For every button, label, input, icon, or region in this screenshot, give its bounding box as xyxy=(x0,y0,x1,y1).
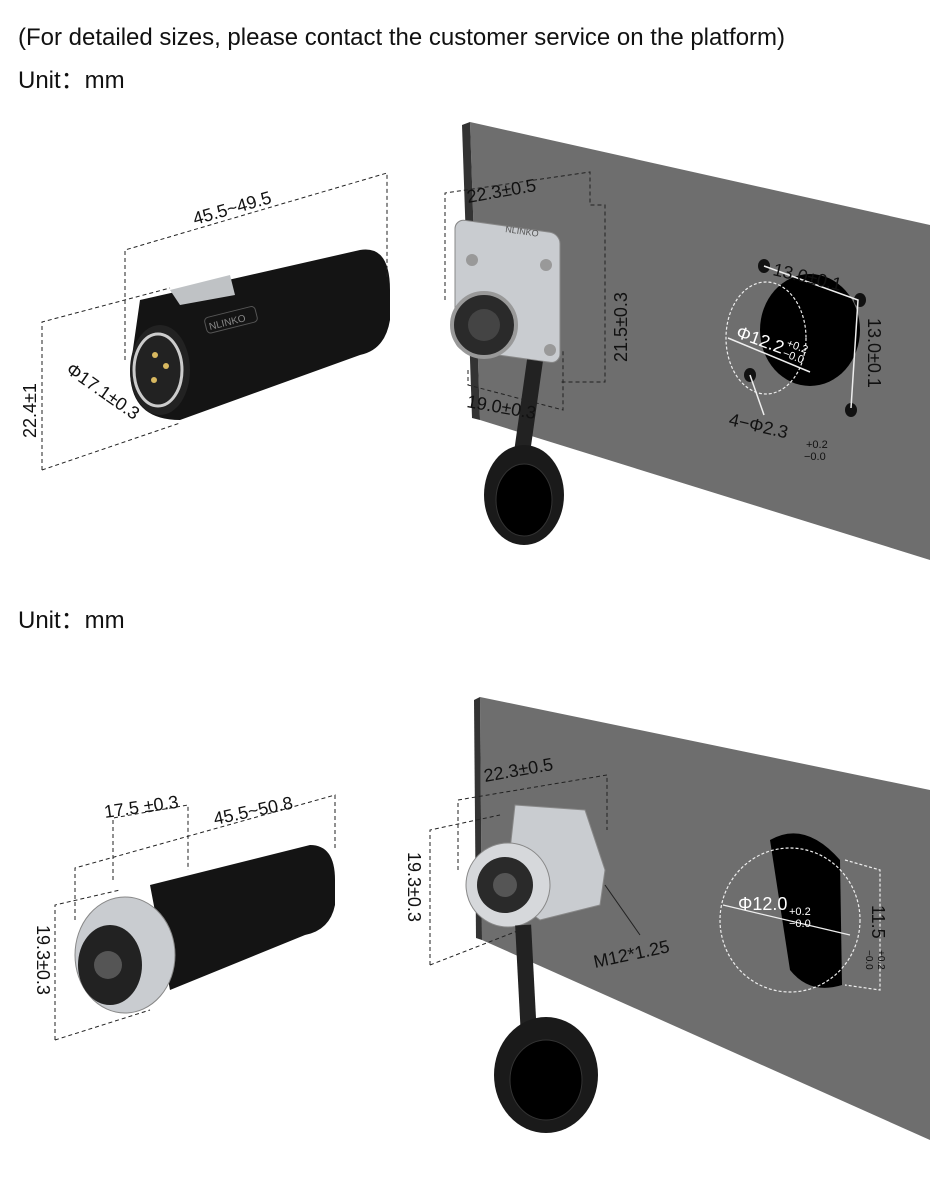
flat-width-dim: 11.5 xyxy=(868,905,888,939)
plug-front-dim: 17.5 ±0.3 xyxy=(103,792,180,822)
plug-length-dim-bottom: 45.5~50.8 xyxy=(212,793,295,829)
mounting-panel-bottom xyxy=(480,697,930,1140)
flat-tolerance-minus: −0.0 xyxy=(863,950,874,970)
cutout-tolerance-plus-bottom: +0.2 xyxy=(789,906,811,918)
top-diagram: 13.0±0.1 13.0±0.1 Φ12.2 +0.2 −0.0 4−Φ2.3… xyxy=(20,122,930,560)
socket-height-dim-bottom: 19.3±0.3 xyxy=(404,852,424,922)
panel-cutout-bottom xyxy=(719,833,881,993)
panel-socket-bottom xyxy=(465,804,606,1133)
plug-connector-bottom xyxy=(74,845,335,1014)
panel-socket: NLINKO xyxy=(450,219,564,545)
mount-tolerance-plus: +0.2 xyxy=(806,439,828,451)
bottom-diagram: Φ12.0 +0.2 −0.0 11.5 +0.2 −0.0 17.5 ±0.3… xyxy=(33,697,930,1140)
unit-label-top: Unit：mm xyxy=(18,67,125,94)
plug-length-dim: 45.5~49.5 xyxy=(191,187,274,228)
panel-cutout xyxy=(725,259,866,417)
socket-brand-logo: NLINKO xyxy=(505,224,540,239)
flat-tolerance-plus: +0.2 xyxy=(875,950,886,970)
socket-height-dim: 21.5±0.3 xyxy=(611,292,631,362)
plug-connector: NLINKO xyxy=(130,249,390,420)
cutout-tolerance-minus-bottom: −0.0 xyxy=(789,918,811,930)
hole-spacing-vertical: 13.0±0.1 xyxy=(864,318,884,388)
mounting-panel xyxy=(470,122,930,560)
unit-label-bottom: Unit：mm xyxy=(18,607,125,634)
plug-height-dim-bottom: 19.3±0.3 xyxy=(33,925,53,995)
cutout-diameter-bottom: Φ12.0 xyxy=(738,894,787,914)
contact-note: (For detailed sizes, please contact the … xyxy=(18,24,786,51)
plug-height-dim: 22.4±1 xyxy=(20,383,40,438)
mount-tolerance-minus: −0.0 xyxy=(804,451,826,463)
